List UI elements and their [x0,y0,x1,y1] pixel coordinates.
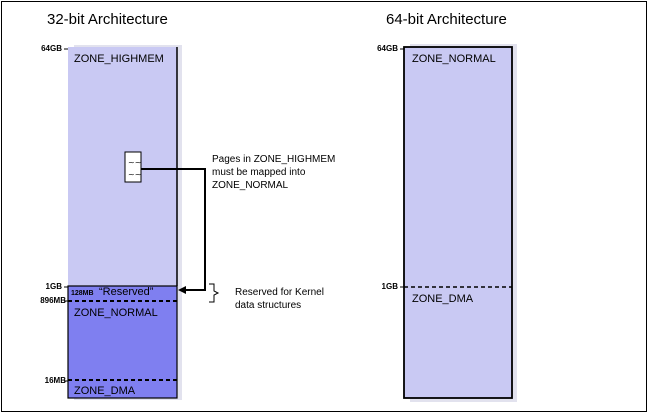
svg-text:~~: ~~ [128,170,141,179]
right-label-1gb: 1GB [381,282,398,291]
left-title: 32-bit Architecture [47,11,168,28]
reserved-brace [209,283,220,303]
page-icon [124,151,142,183]
right-title: 64-bit Architecture [386,11,507,28]
mapping-connector [141,168,206,291]
left-label-16mb: 16MB [44,376,66,385]
left-label-64gb: 64GB [41,44,62,53]
svg-text:~~: ~~ [128,158,141,167]
left-label-1gb: 1GB [45,282,62,291]
highmem-zone [68,47,177,286]
zone-normal-label-right: ZONE_NORMAL [412,53,496,65]
mapping-arrowhead [178,286,186,294]
kernel-reserved-note: Reserved for Kernel data structures [235,287,324,311]
zone-dma-label-left: ZONE_DMA [74,385,136,397]
reserved-size-label: 128MB [71,290,94,297]
zone-normal-label-left: ZONE_NORMAL [74,307,158,319]
left-label-896mb: 896MB [40,296,66,305]
reserved-label: “Reserved” [99,286,154,298]
lowmem-zone [67,285,178,399]
right-memory-column [403,46,513,399]
zone-highmem-label: ZONE_HIGHMEM [74,53,164,65]
right-label-64gb: 64GB [377,44,398,53]
zone-dma-label-right: ZONE_DMA [412,293,474,305]
highmem-mapping-note: Pages in ZONE_HIGHMEM must be mapped int… [212,154,336,191]
